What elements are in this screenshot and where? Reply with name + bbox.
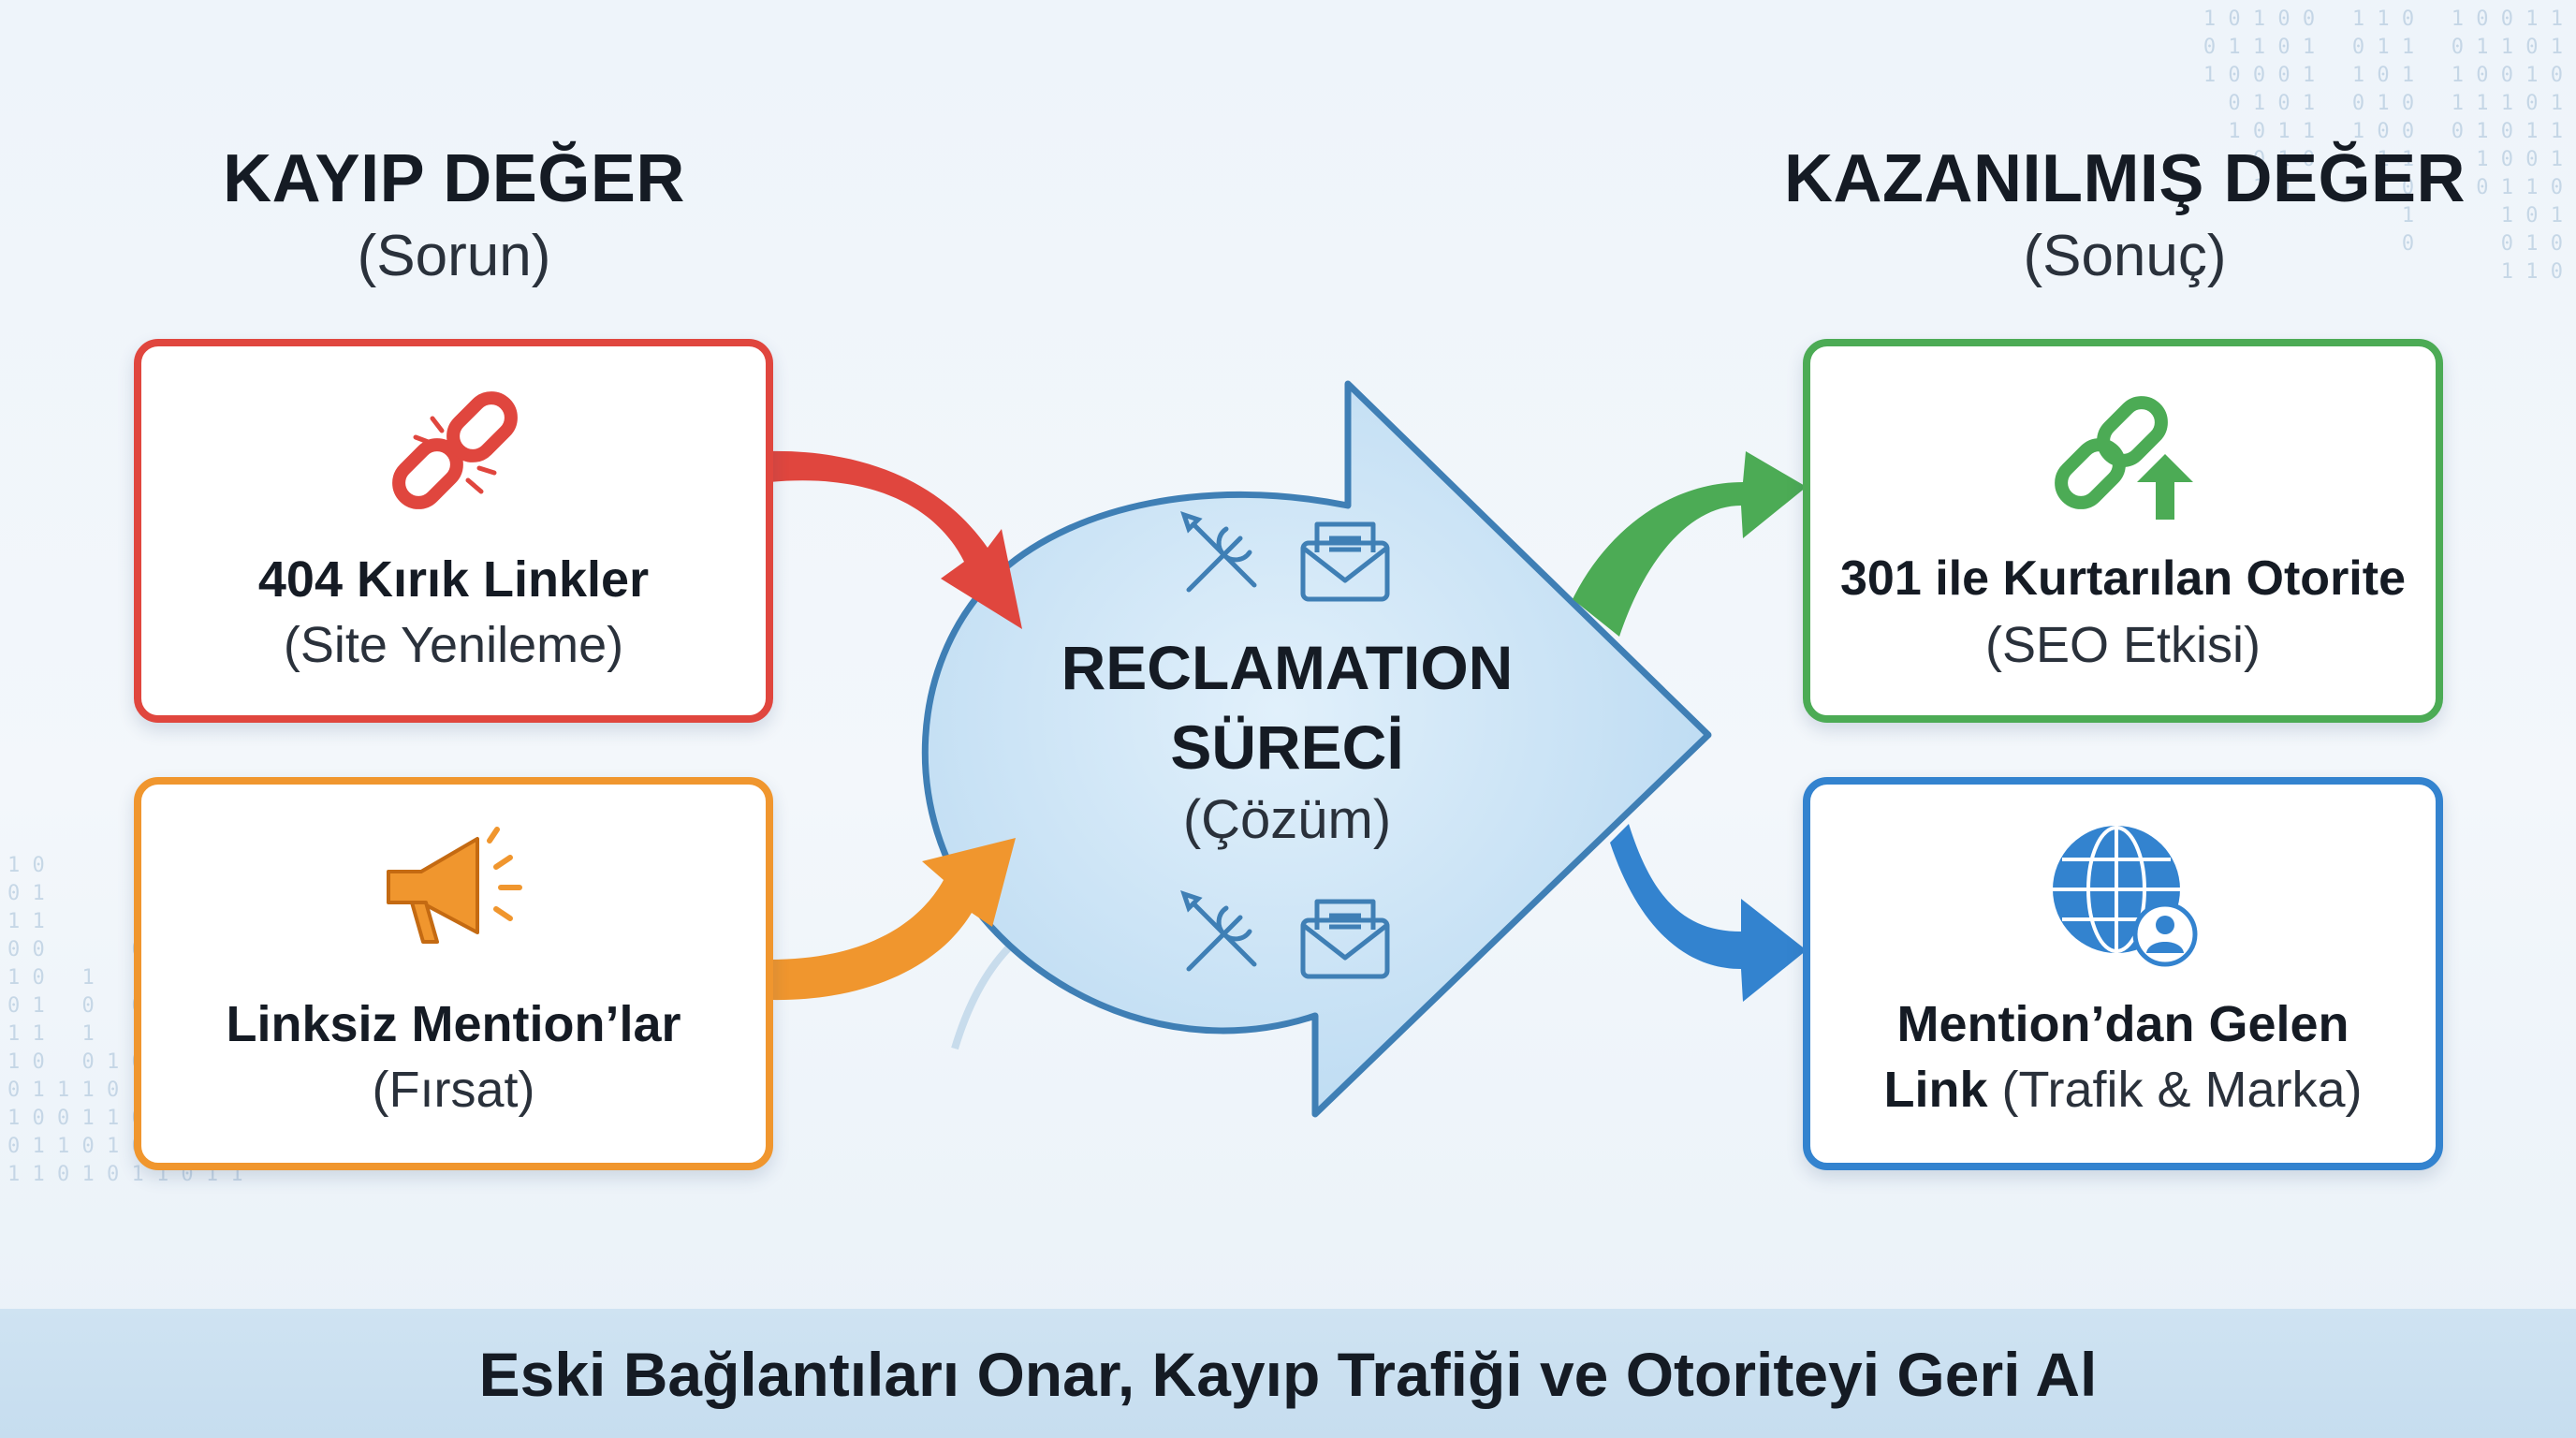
card-title-link: Link bbox=[1883, 1062, 1988, 1118]
card-title: 404 Kırık Linkler bbox=[257, 551, 650, 608]
right-column-subtitle: (Sonuç) bbox=[2023, 224, 2227, 288]
card-title: Mention’dan Gelen bbox=[1896, 996, 2349, 1052]
orange-curved-arrow bbox=[769, 838, 1016, 1001]
card-subtitle: (SEO Etkisi) bbox=[1984, 617, 2261, 673]
center-subtitle: (Çözüm) bbox=[1182, 789, 1392, 850]
center-title-line1: RECLAMATION bbox=[1061, 633, 1514, 702]
card-title: Linksiz Mention’lar bbox=[226, 996, 681, 1052]
blue-curved-arrow bbox=[1610, 824, 1807, 1002]
card-title: 301 ile Kurtarılan Otorite bbox=[1840, 551, 2406, 606]
envelope-icon bbox=[1300, 521, 1390, 602]
tools-icon-bottom bbox=[1180, 890, 1257, 972]
green-curved-arrow bbox=[1573, 451, 1807, 637]
left-column-title: KAYIP DEĞER bbox=[223, 141, 685, 216]
reclamation-arrow-shape bbox=[921, 380, 1712, 1118]
card-subtitle: (Fırsat) bbox=[372, 1062, 535, 1118]
envelope-icon-bottom bbox=[1300, 899, 1390, 979]
broken-link-icon bbox=[374, 379, 534, 534]
binary-pattern-decoration: 1 0 1 0 0 1 1 0 1 0 0 1 1 0 1 1 0 1 0 1 … bbox=[2203, 7, 2563, 284]
card-mention-links: Mention’dan Gelen Link (Trafik & Marka) bbox=[1803, 777, 2443, 1170]
left-column-subtitle: (Sorun) bbox=[357, 224, 551, 288]
globe-user-icon bbox=[2043, 822, 2203, 976]
right-column-title: KAZANILMIŞ DEĞER bbox=[1784, 141, 2466, 216]
card-recovered-authority: 301 ile Kurtarılan Otorite (SEO Etkisi) bbox=[1803, 339, 2443, 723]
card-subtitle: (Trafik & Marka) bbox=[2001, 1062, 2363, 1118]
card-subtitle-line: Link (Trafik & Marka) bbox=[1810, 1061, 2436, 1119]
red-curved-arrow bbox=[769, 450, 1022, 629]
link-arrow-up-icon bbox=[2043, 379, 2203, 534]
card-broken-links: 404 Kırık Linkler (Site Yenileme) bbox=[134, 339, 773, 723]
tools-icon bbox=[1180, 511, 1257, 593]
footer-banner: Eski Bağlantıları Onar, Kayıp Trafiği ve… bbox=[0, 1309, 2576, 1438]
megaphone-icon bbox=[370, 820, 538, 965]
center-title-line2: SÜRECİ bbox=[1170, 712, 1404, 782]
card-unlinked-mentions: Linksiz Mention’lar (Fırsat) bbox=[134, 777, 773, 1170]
card-subtitle: (Site Yenileme) bbox=[283, 617, 624, 673]
footer-text: Eski Bağlantıları Onar, Kayıp Trafiği ve… bbox=[478, 1340, 2098, 1409]
